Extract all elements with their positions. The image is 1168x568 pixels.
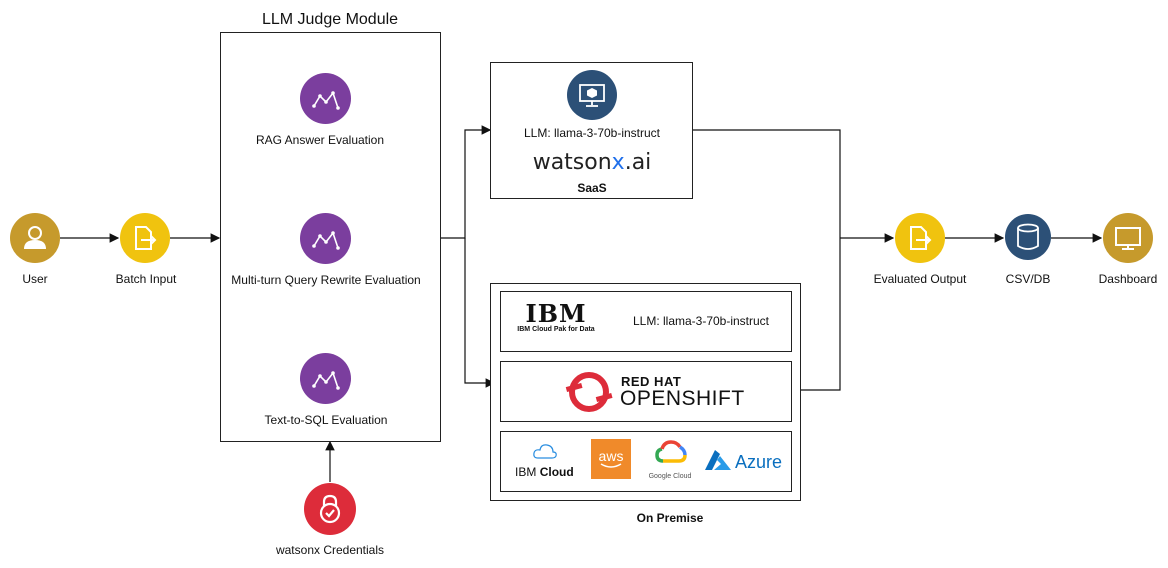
cloud-providers-box: [500, 431, 792, 492]
batch-input-node: [120, 213, 170, 263]
line-saas-to-output: [692, 129, 841, 238]
query-rewrite-eval-node: [300, 213, 351, 264]
google-cloud-icon: [655, 440, 687, 463]
user-node: [10, 213, 60, 263]
watsonx-ai-logo: watsonx.ai: [532, 150, 652, 175]
query-rewrite-eval-label: Multi-turn Query Rewrite Evaluation: [231, 273, 421, 287]
aws-smile-icon: [600, 463, 622, 468]
user-label: User: [22, 272, 48, 286]
lock-icon: [319, 494, 341, 524]
google-cloud-text: Google Cloud: [648, 473, 692, 480]
csv-db-node: [1005, 214, 1051, 260]
line-onprem-to-output: [792, 238, 841, 391]
azure-icon: [705, 450, 731, 470]
ibm-logo: IBM: [525, 299, 587, 328]
dashboard-label: Dashboard: [1098, 272, 1158, 286]
csv-db-label: CSV/DB: [1005, 272, 1051, 286]
monitor-icon: [1115, 227, 1141, 250]
on-premise-caption: On Premise: [636, 511, 704, 525]
aws-logo: aws: [591, 439, 631, 479]
dashboard-node: [1103, 213, 1153, 263]
database-icon: [1017, 223, 1039, 250]
ibm-cloud-icon: [533, 444, 557, 459]
openshift-logo-icon: [565, 372, 613, 412]
arrow-judge-to-onprem: [464, 238, 496, 388]
user-icon: [24, 226, 46, 249]
batch-input-label: Batch Input: [115, 272, 177, 286]
cloud-pak-box: [500, 291, 792, 352]
ibm-cloud-pak-text: IBM Cloud Pak for Data: [517, 326, 595, 333]
openshift-text: OPENSHIFT: [620, 387, 745, 410]
evaluated-output-label: Evaluated Output: [873, 272, 967, 286]
red-hat-text: RED HAT: [621, 374, 682, 389]
credentials-node: [304, 483, 356, 535]
evaluation-chart-icon: [311, 90, 340, 110]
rag-eval-node: [300, 73, 351, 124]
file-export-icon: [910, 226, 932, 250]
onprem-llm-label: LLM: llama-3-70b-instruct: [632, 314, 770, 328]
text-to-sql-eval-node: [300, 353, 351, 404]
monitor-cube-icon: [579, 84, 605, 107]
evaluation-chart-icon: [311, 370, 340, 390]
evaluated-output-node: [895, 213, 945, 263]
judge-module-title: LLM Judge Module: [261, 11, 399, 28]
azure-text: Azure: [735, 452, 783, 472]
ibm-cloud-logo: IBM Cloud: [515, 465, 574, 479]
aws-text: aws: [598, 448, 624, 464]
saas-server-node: [567, 70, 617, 120]
evaluation-chart-icon: [311, 230, 340, 250]
text-to-sql-eval-label: Text-to-SQL Evaluation: [264, 413, 388, 427]
arrow-judge-to-saas: [440, 125, 492, 239]
openshift-box: [500, 361, 792, 422]
rag-eval-label: RAG Answer Evaluation: [255, 133, 385, 147]
credentials-label: watsonx Credentials: [275, 543, 385, 557]
file-export-icon: [135, 226, 157, 250]
saas-caption: SaaS: [577, 181, 607, 195]
saas-llm-label: LLM: llama-3-70b-instruct: [523, 126, 661, 140]
